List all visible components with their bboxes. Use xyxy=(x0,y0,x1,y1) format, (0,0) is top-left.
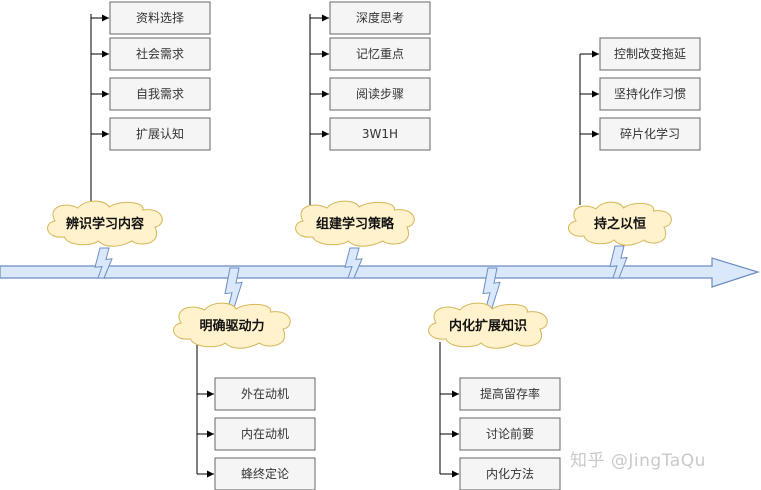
branch-title: 内化扩展知识 xyxy=(449,318,527,334)
item-label: 内化方法 xyxy=(486,466,534,481)
branch-cloud xyxy=(295,200,415,247)
item-box xyxy=(329,37,431,71)
item-label: 社会需求 xyxy=(136,46,184,61)
item-label: 3W1H xyxy=(362,127,398,141)
main-spine-arrow xyxy=(0,257,760,288)
item-box xyxy=(109,37,211,71)
item-box xyxy=(109,77,211,111)
item-box xyxy=(459,377,561,411)
item-label: 控制改变拖延 xyxy=(614,46,686,61)
branch-cloud xyxy=(173,302,291,349)
branch-cloud xyxy=(568,201,672,246)
branch-title: 明确驱动力 xyxy=(199,318,264,334)
branch-title: 辨识学习内容 xyxy=(66,216,144,232)
item-label: 讨论前要 xyxy=(486,426,534,441)
item-label: 碎片化学习 xyxy=(620,126,680,141)
item-box xyxy=(599,77,701,111)
item-box xyxy=(599,117,701,151)
item-box xyxy=(599,37,701,71)
item-box xyxy=(214,457,316,490)
item-label: 外在动机 xyxy=(241,387,289,401)
item-box xyxy=(459,457,561,490)
branch-cloud xyxy=(47,200,163,247)
item-label: 蜂终定论 xyxy=(241,466,289,481)
item-label: 坚持化作习惯 xyxy=(614,86,686,101)
branch-title: 持之以恒 xyxy=(594,216,646,232)
item-label: 阅读步骤 xyxy=(356,87,404,101)
item-box xyxy=(329,1,431,35)
item-box xyxy=(329,117,431,151)
item-box xyxy=(214,377,316,411)
branch-cloud xyxy=(428,302,548,349)
connector-bolt-1 xyxy=(344,247,363,279)
connector-bolt-0 xyxy=(94,247,113,279)
item-label: 提高留存率 xyxy=(480,386,540,401)
item-label: 记忆重点 xyxy=(356,47,404,61)
item-box xyxy=(109,117,211,151)
item-label: 内在动机 xyxy=(241,427,289,441)
item-label: 自我需求 xyxy=(136,87,184,101)
item-box xyxy=(109,1,211,35)
connector-bolt-2 xyxy=(609,245,628,279)
item-box xyxy=(329,77,431,111)
item-label: 深度思考 xyxy=(356,10,404,25)
branch-title: 组建学习策略 xyxy=(316,216,395,232)
item-label: 扩展认知 xyxy=(136,127,184,141)
item-box xyxy=(214,417,316,451)
item-label: 资料选择 xyxy=(136,11,184,25)
watermark: 知乎 @JingTaQu xyxy=(570,451,706,471)
item-box xyxy=(459,417,561,451)
